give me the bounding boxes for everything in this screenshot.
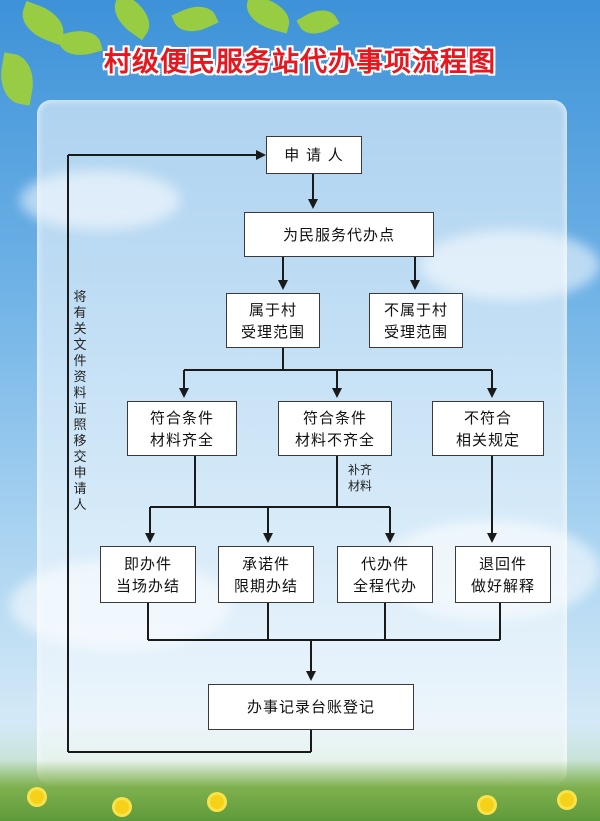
- flower-decoration: [210, 795, 224, 809]
- node-return: 退回件 做好解释: [455, 546, 551, 603]
- flower-decoration: [115, 800, 129, 814]
- flower-decoration: [30, 790, 44, 804]
- node-promised: 承诺件 限期办结: [218, 546, 314, 603]
- node-incomplete-materials: 符合条件 材料不齐全: [278, 401, 392, 456]
- node-proxy: 代办件 全程代办: [337, 546, 433, 603]
- node-in-village-scope: 属于村 受理范围: [226, 293, 320, 348]
- node-not-in-village-scope: 不属于村 受理范围: [369, 293, 463, 348]
- node-applicant: 申 请 人: [266, 136, 362, 174]
- node-service-point: 为民服务代办点: [244, 212, 434, 257]
- node-instant: 即办件 当场办结: [100, 546, 196, 603]
- supplement-note: 补齐 材料: [347, 463, 372, 493]
- node-non-compliant: 不符合 相关规定: [432, 401, 544, 456]
- page-title: 村级便民服务站代办事项流程图: [104, 47, 496, 78]
- flower-decoration: [480, 798, 494, 812]
- flower-decoration: [560, 793, 574, 807]
- node-complete-materials: 符合条件 材料齐全: [127, 401, 237, 456]
- node-record-ledger: 办事记录台账登记: [208, 684, 414, 730]
- return-documents-note: 将有关文件资料证照移交申请人: [73, 290, 87, 513]
- grass-decoration: [0, 760, 600, 821]
